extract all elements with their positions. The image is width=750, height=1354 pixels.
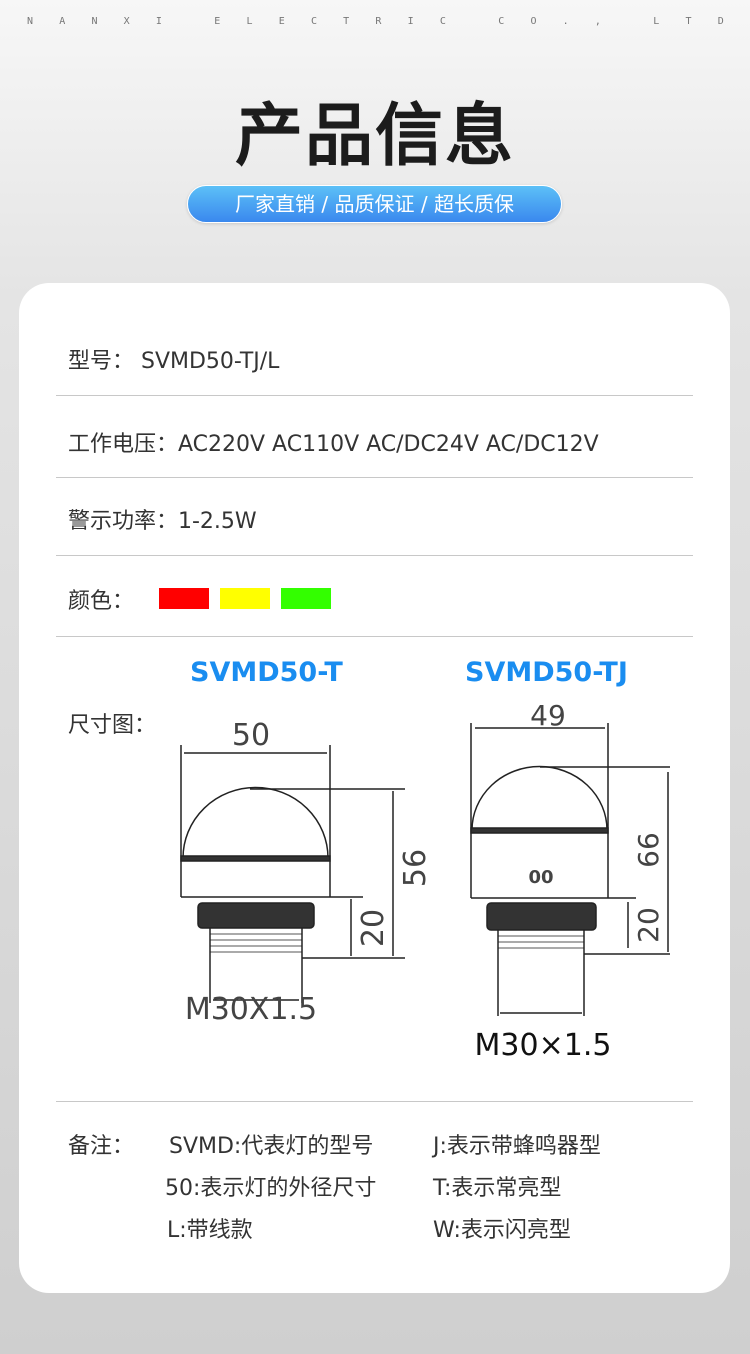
model-label-left: SVMD50-T <box>190 657 343 688</box>
note-item: L:带线款 <box>167 1218 253 1243</box>
brand-letter: C <box>498 16 505 27</box>
note-item: 50:表示灯的外径尺寸 <box>165 1176 377 1201</box>
brand-letter: . <box>562 16 569 27</box>
brand-letter: N <box>91 16 98 27</box>
body-mark-right: 00 <box>528 867 553 888</box>
color-label: 颜色： <box>68 589 135 614</box>
brand-line: N A N X I E L E C T R I C C O., L T D <box>0 16 750 27</box>
dim-width-left: 50 <box>232 718 270 753</box>
brand-letter: L <box>246 16 253 27</box>
color-swatch-green <box>281 588 331 609</box>
color-swatch-red <box>159 588 209 609</box>
brand-letter: D <box>717 16 724 27</box>
dim-height-left: 56 <box>398 849 433 887</box>
voltage-text: 工作电压：AC220V AC110V AC/DC24V AC/DC12V <box>68 432 599 457</box>
brand-letter: X <box>123 16 130 27</box>
brand-letter: O <box>530 16 537 27</box>
power-text: 警示功率：1-2.5W <box>68 509 257 534</box>
color-swatch-yellow <box>220 588 270 609</box>
thread-spec-right: M30×1.5 <box>475 1028 612 1063</box>
dim-width-right: 49 <box>530 699 566 732</box>
spec-model: 型号： SVMD50-TJ/L <box>56 323 693 396</box>
page-title: 产品信息 <box>234 97 515 176</box>
brand-letter: N <box>27 16 34 27</box>
product-info-card: 型号： SVMD50-TJ/L 工作电压：AC220V AC110V AC/DC… <box>19 283 730 1293</box>
brand-letter: E <box>278 16 285 27</box>
dim-height-right: 66 <box>632 832 665 868</box>
note-item: J:表示带蜂鸣器型 <box>433 1134 601 1159</box>
brand-letter: A <box>59 16 66 27</box>
brand-letter: R <box>375 16 382 27</box>
model-label-right: SVMD50-TJ <box>465 657 628 688</box>
brand-letter: E <box>214 16 221 27</box>
spec-power: 警示功率：1-2.5W <box>56 478 693 556</box>
brand-letter: C <box>439 16 446 27</box>
note-item: W:表示闪亮型 <box>433 1218 571 1243</box>
spec-dimensions: 尺寸图： <box>56 637 693 1102</box>
brand-letter: I <box>407 16 414 27</box>
brand-letter: C <box>310 16 317 27</box>
brand-letter: , <box>594 16 601 27</box>
drawing-svmd50-t: 50 56 20 M30X1.5 <box>180 718 433 1027</box>
dim-base-left: 20 <box>356 909 391 947</box>
dim-base-right: 20 <box>632 907 665 943</box>
notes-label: 备注： <box>68 1134 135 1159</box>
spec-colors: 颜色： <box>56 556 693 637</box>
model-text: 型号： SVMD50-TJ/L <box>68 349 280 374</box>
spec-voltage: 工作电压：AC220V AC110V AC/DC24V AC/DC12V <box>56 396 693 478</box>
brand-letter: I <box>155 16 162 27</box>
brand-letter: T <box>685 16 692 27</box>
tagline-badge: 厂家直销 / 品质保证 / 超长质保 <box>187 185 562 223</box>
dimension-label: 尺寸图： <box>68 713 157 738</box>
brand-letter: L <box>653 16 660 27</box>
note-item: T:表示常亮型 <box>433 1176 562 1201</box>
drawing-svmd50-tj: 49 00 66 20 M30×1.5 <box>470 699 670 1063</box>
note-item: SVMD:代表灯的型号 <box>169 1134 374 1159</box>
brand-letter: T <box>343 16 350 27</box>
thread-spec-left: M30X1.5 <box>185 992 317 1027</box>
